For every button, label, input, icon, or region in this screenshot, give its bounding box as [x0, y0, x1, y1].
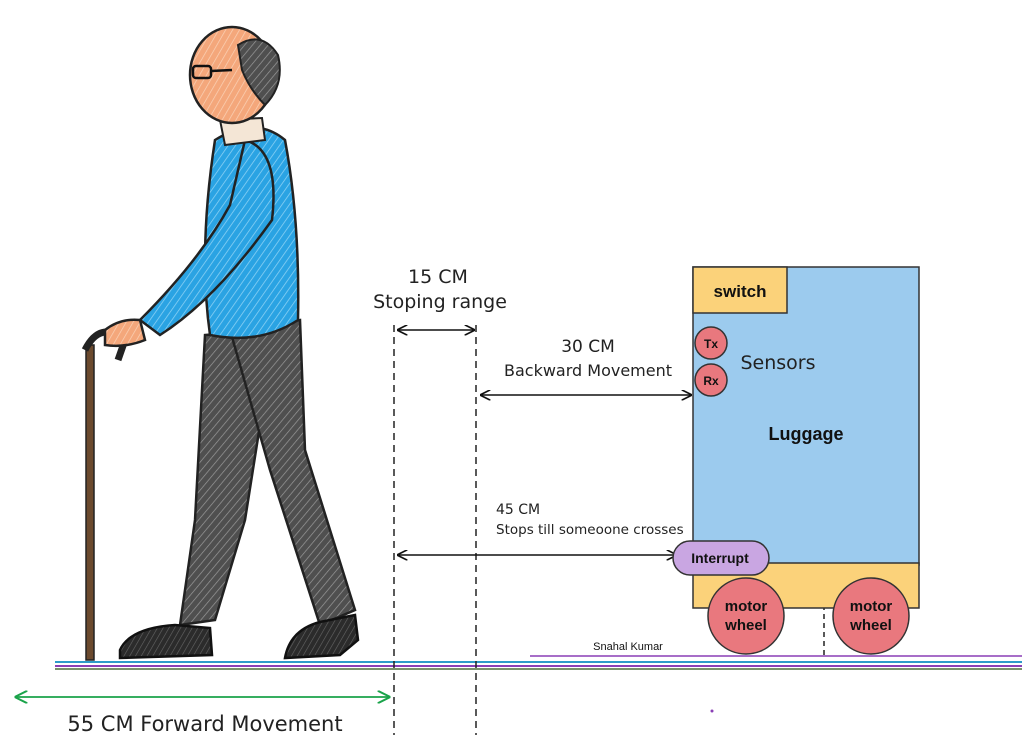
hand — [103, 318, 147, 348]
stopping-range-value: 15 CM — [408, 266, 468, 288]
wheel-left-line2: wheel — [724, 617, 767, 634]
glasses — [191, 64, 213, 80]
author-credit: Snahal Kumar — [593, 641, 663, 653]
ground-line — [55, 655, 1022, 670]
wheel-right-line2: wheel — [849, 617, 892, 634]
luggage-robot: switch Tx Rx Sensors Luggage Interrupt m… — [672, 266, 920, 655]
tx-label: Tx — [704, 337, 718, 351]
interrupt-sensor — [672, 540, 770, 576]
stray-dot — [710, 709, 714, 713]
luggage-body — [692, 266, 920, 566]
interrupt-label: Interrupt — [691, 550, 749, 566]
backward-value: 30 CM — [561, 337, 615, 357]
cane — [85, 344, 95, 661]
front-shoe — [283, 613, 360, 660]
elderly-man-illustration — [81, 25, 360, 661]
back-shoe — [118, 623, 214, 660]
stop-cross-label: Stops till someoone crosses — [496, 522, 684, 538]
stop-cross-value: 45 CM — [496, 502, 540, 518]
rx-sensor — [694, 363, 728, 397]
wheel-left-line1: motor — [725, 598, 768, 615]
switch-box[interactable] — [692, 266, 788, 314]
wheel-right-line1: motor — [850, 598, 893, 615]
switch-label: switch — [714, 282, 767, 301]
rx-label: Rx — [703, 374, 719, 388]
stopping-range-label: Stoping range — [373, 291, 507, 313]
sensors-label: Sensors — [740, 352, 815, 374]
forward-label: 55 CM Forward Movement — [67, 712, 342, 736]
backward-label: Backward Movement — [504, 361, 672, 380]
luggage-title: Luggage — [769, 424, 844, 444]
motor-wheel-left — [707, 577, 785, 655]
front-leg — [228, 318, 357, 627]
motor-wheel-right — [832, 577, 910, 655]
tx-sensor — [694, 326, 728, 360]
guide-lines — [393, 325, 825, 735]
arm — [138, 138, 275, 337]
